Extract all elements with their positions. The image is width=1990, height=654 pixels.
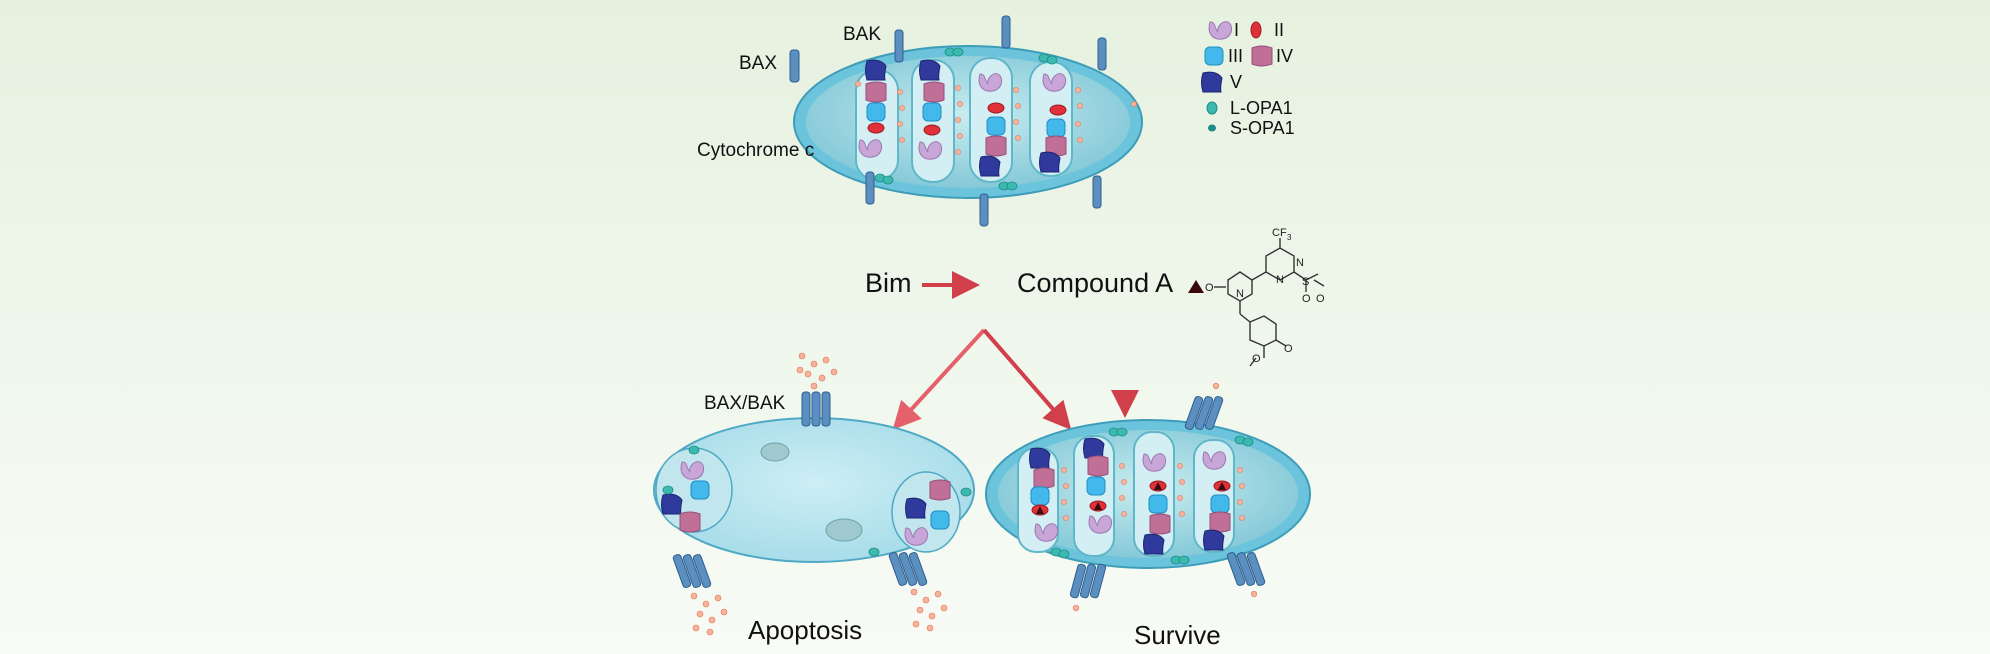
compound-a-label: Compound A — [1017, 268, 1174, 298]
bax-label: BAX — [739, 53, 778, 74]
bim-label: Bim — [865, 268, 912, 298]
legend-label-v: V — [1230, 72, 1243, 92]
svg-text:O: O — [1284, 343, 1293, 355]
legend-label-i: I — [1234, 20, 1240, 40]
svg-text:O: O — [1252, 353, 1261, 365]
svg-text:O: O — [1302, 293, 1311, 305]
complex-v-icon — [1201, 71, 1223, 93]
legend-label-iii: III — [1228, 46, 1244, 66]
complex-iv-icon — [1251, 45, 1273, 67]
bax-bak-label: BAX/BAK — [704, 393, 786, 414]
svg-text:N: N — [1296, 257, 1304, 269]
legend-label-s-opa1: S-OPA1 — [1230, 118, 1295, 138]
apoptosis-label: Apoptosis — [748, 615, 863, 645]
svg-text:N: N — [1276, 274, 1284, 286]
complex-i-icon — [1208, 21, 1233, 40]
svg-text:3: 3 — [1287, 233, 1292, 242]
survive-label: Survive — [1134, 620, 1221, 650]
legend-label-iv: IV — [1276, 46, 1294, 66]
svg-text:N: N — [1236, 288, 1244, 300]
cytochrome-c-label: Cytochrome c — [697, 140, 815, 161]
compound-a-triangle-icon — [1188, 280, 1204, 293]
pathway-arrows — [892, 236, 1139, 431]
surviving-mitochondrion — [985, 382, 1311, 612]
s-opa1-icon — [1208, 124, 1216, 132]
released-cytochrome-c — [690, 352, 948, 636]
compound-a-structure — [1214, 238, 1325, 367]
legend — [1201, 21, 1273, 132]
svg-text:O: O — [1205, 282, 1214, 294]
complex-iii-icon — [1204, 46, 1224, 66]
svg-text:O: O — [1316, 293, 1325, 305]
top-mitochondrion — [793, 15, 1143, 227]
svg-text:CF: CF — [1272, 227, 1287, 239]
bax-protein-icon — [789, 49, 800, 83]
complex-ii-icon — [1250, 21, 1262, 39]
legend-label-ii: II — [1274, 20, 1285, 40]
svg-text:S: S — [1302, 276, 1309, 288]
apoptotic-mitochondrion — [653, 352, 975, 636]
bak-label: BAK — [843, 24, 882, 45]
legend-label-l-opa1: L-OPA1 — [1230, 98, 1293, 118]
l-opa1-icon — [1206, 101, 1218, 115]
compound-a-atoms: CF 3 N N S O O N O O O — [1205, 227, 1325, 365]
